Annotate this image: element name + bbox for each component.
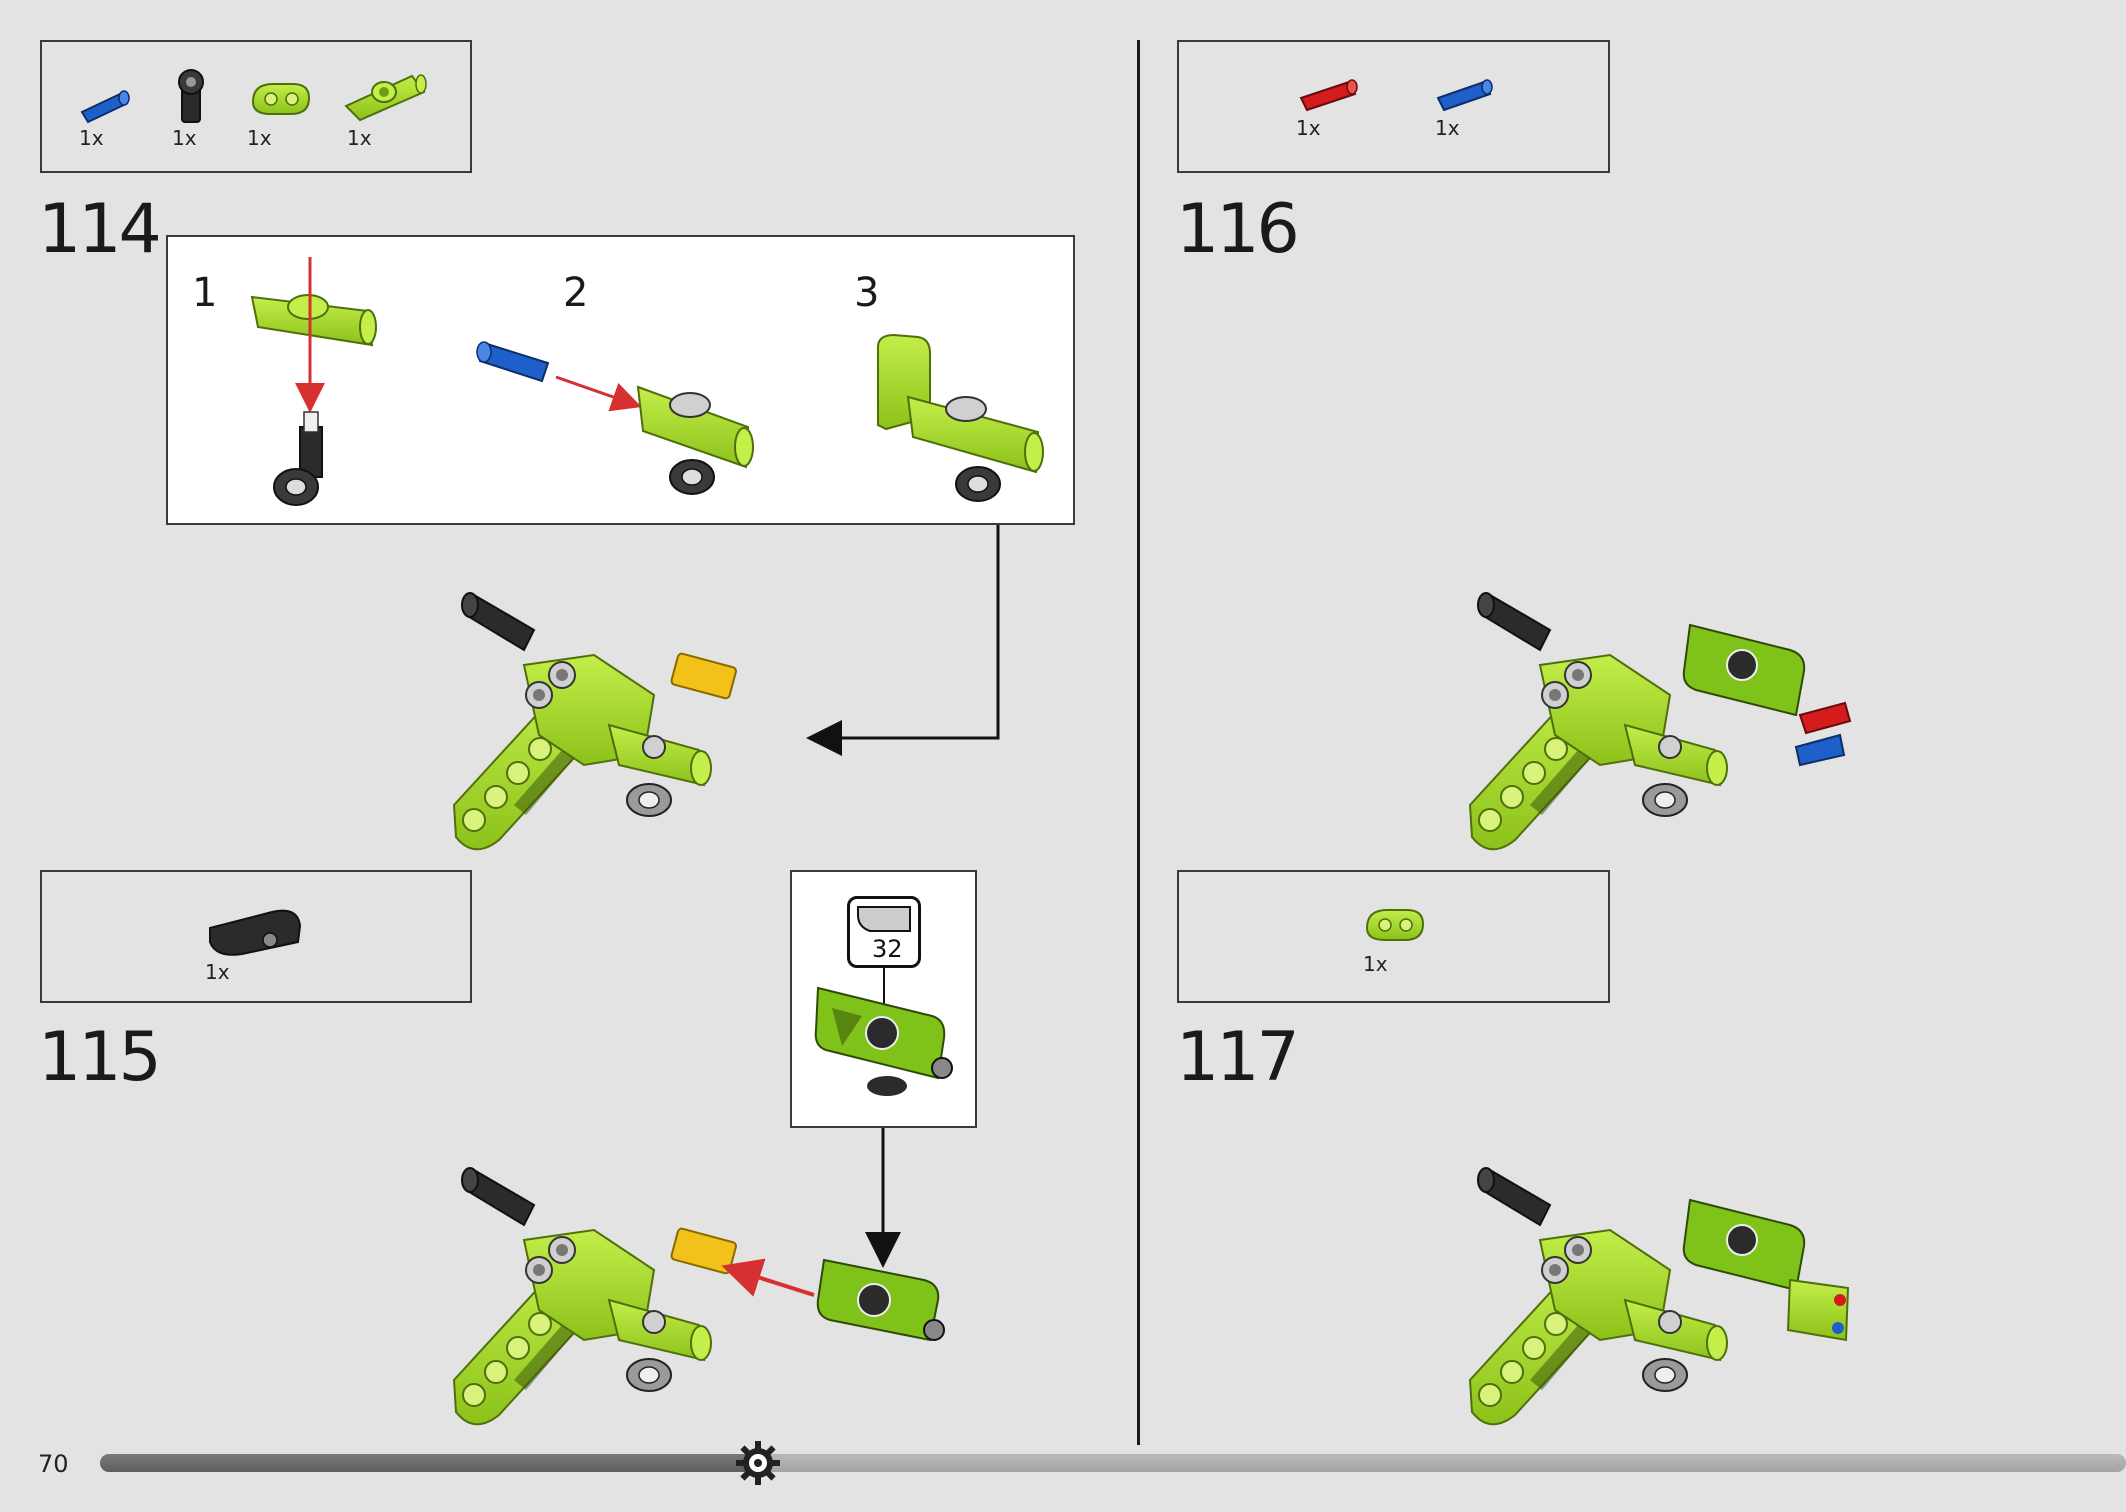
blue-axle-pin-icon <box>80 90 130 124</box>
sticker-callout: 32 <box>790 870 977 1128</box>
part-qty: 1x <box>1435 116 1460 140</box>
part-qty: 1x <box>247 126 272 150</box>
lime-beam-icon <box>251 83 311 115</box>
page-divider <box>1137 40 1140 1445</box>
red-axle-pin-icon <box>1299 79 1358 112</box>
blue-axle-pin-icon <box>1436 79 1493 112</box>
part-qty: 1x <box>79 126 104 150</box>
page-number: 70 <box>38 1450 69 1478</box>
step-number: 115 <box>38 1018 162 1097</box>
lime-beam-icon <box>1365 909 1425 941</box>
substep-1-illustration <box>250 257 377 506</box>
step-number: 114 <box>38 190 162 269</box>
substep-2-illustration <box>476 341 754 495</box>
gear-icon <box>736 1441 780 1485</box>
parts-list-step-117: 1x <box>1177 870 1610 1003</box>
parts-list-step-114: 1x 1x 1x 1x <box>40 40 472 173</box>
step-115-model <box>453 1167 945 1426</box>
lime-cross-block-icon <box>344 74 427 122</box>
step-117-model <box>1469 1167 1850 1426</box>
part-qty: 1x <box>1363 952 1388 976</box>
step-114-model <box>453 592 737 851</box>
sticker-number: 32 <box>872 935 903 963</box>
black-angle-connector-icon <box>178 69 204 123</box>
substep-callout: 1 2 3 <box>166 235 1075 525</box>
substep-number: 2 <box>563 270 589 316</box>
step-number: 117 <box>1176 1018 1300 1097</box>
progress-bar-fill <box>100 1454 758 1472</box>
black-panel-icon <box>209 909 302 956</box>
step-number: 116 <box>1176 190 1300 269</box>
part-qty: 1x <box>1296 116 1321 140</box>
parts-list-step-115: 1x <box>40 870 472 1003</box>
substep-3-illustration <box>877 333 1044 502</box>
part-qty: 1x <box>172 126 197 150</box>
sticker-reference: 32 <box>847 896 921 968</box>
parts-list-step-116: 1x 1x <box>1177 40 1610 173</box>
sticker-panel-illustration <box>814 968 953 1096</box>
step-116-model <box>1469 592 1852 851</box>
sticker-sheet-icon <box>857 906 911 932</box>
part-qty: 1x <box>347 126 372 150</box>
part-qty: 1x <box>205 960 230 984</box>
substep-number: 3 <box>854 270 880 316</box>
substep-number: 1 <box>192 270 218 316</box>
